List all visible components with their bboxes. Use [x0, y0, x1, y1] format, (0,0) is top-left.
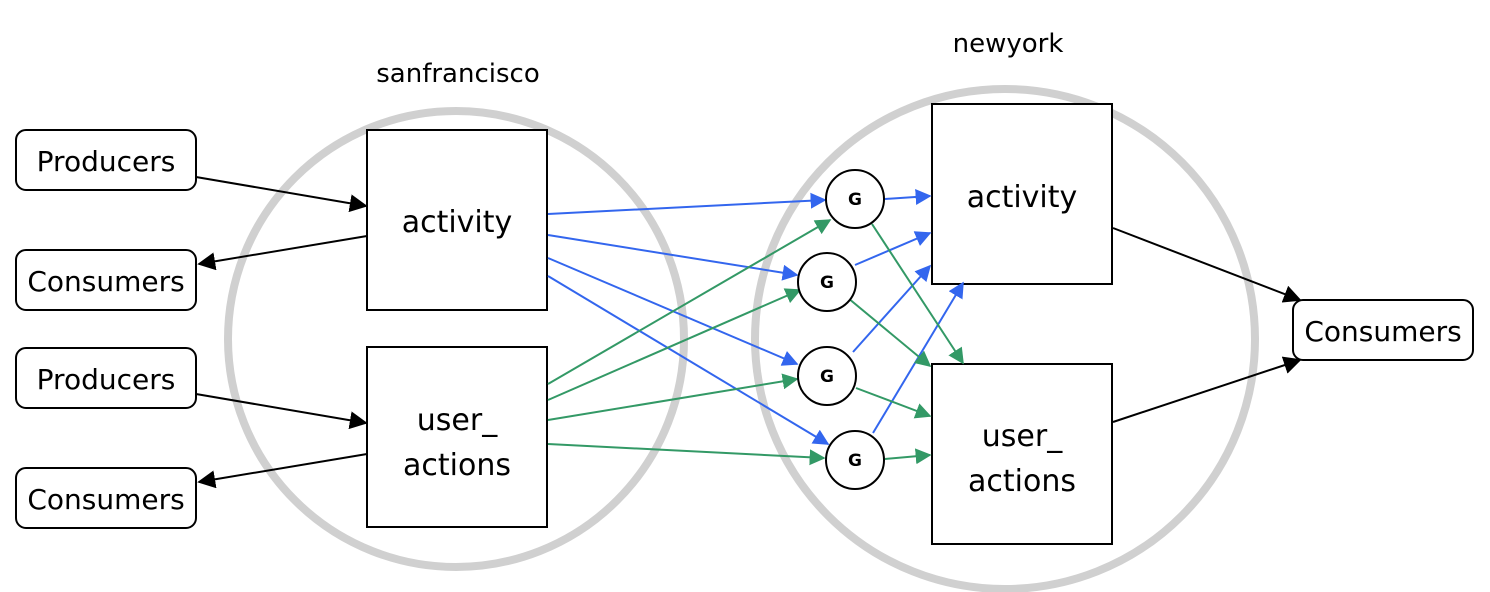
sanfrancisco-label: sanfrancisco: [376, 59, 539, 89]
sf-user-actions-to-gateway-4-arrow: [547, 443, 826, 466]
sf-activity-to-gateway-1-arrow: [547, 192, 827, 215]
gateway-1-label: G: [848, 190, 862, 210]
gateway-2-to-ny-activity-arrow: [854, 231, 932, 266]
consumers-top-label: Consumers: [27, 265, 184, 298]
ny-activity-to-consumers-arrow: [1112, 227, 1302, 303]
ny-user-actions-topic[interactable]: [931, 363, 1113, 545]
ny-consumers-box[interactable]: [1292, 299, 1474, 361]
gateway-4-label: G: [848, 451, 862, 471]
gateway-2-to-ny-user-actions-arrow: [847, 297, 932, 368]
sf-user-actions-label-line1: user_: [417, 403, 498, 438]
ny-user-actions-label-line1: user_: [982, 419, 1063, 454]
gateway-node-4[interactable]: G: [825, 430, 885, 490]
gateway-node-1[interactable]: G: [825, 169, 885, 229]
ny-activity-label: activity: [967, 180, 1078, 215]
gateway-node-3[interactable]: G: [797, 346, 857, 406]
sf-user-actions-to-gateway-3-arrow: [547, 373, 799, 421]
producers-top-box[interactable]: [15, 129, 197, 191]
gateway-node-2[interactable]: G: [797, 252, 857, 312]
producers-bottom-label: Producers: [37, 363, 176, 396]
ny-user-actions-label-line2: actions: [968, 464, 1076, 499]
sf-activity-to-gateway-4-arrow: [547, 275, 830, 445]
producers-top-label: Producers: [37, 145, 176, 178]
newyork-datacenter-ring: [751, 85, 1259, 592]
gateway-2-label: G: [820, 273, 834, 293]
gateway-3-label: G: [820, 367, 834, 387]
producers-bottom-box[interactable]: [15, 347, 197, 409]
consumers-bottom-label: Consumers: [27, 483, 184, 516]
sf-user-actions-to-consumers-arrow: [197, 453, 368, 489]
gateway-1-to-ny-activity-arrow: [884, 188, 932, 205]
sf-user-actions-label-line2: actions: [403, 448, 511, 483]
producers-to-sf-activity-arrow: [195, 176, 368, 213]
sf-activity-to-gateway-2-arrow: [547, 234, 799, 281]
sf-activity-label: activity: [402, 205, 513, 240]
gateway-4-to-ny-user-actions-arrow: [884, 448, 932, 465]
producers-to-sf-user-actions-arrow: [195, 393, 368, 430]
consumers-bottom-box[interactable]: [15, 467, 197, 529]
gateway-1-to-ny-user-actions-arrow: [871, 223, 964, 365]
gateway-3-to-ny-user-actions-arrow: [855, 387, 932, 419]
ny-activity-topic[interactable]: [931, 103, 1113, 285]
sf-activity-to-consumers-arrow: [197, 235, 368, 271]
ny-user-actions-to-consumers-arrow: [1112, 356, 1302, 423]
sanfrancisco-datacenter-ring: [224, 107, 688, 571]
gateway-3-to-ny-activity-arrow: [852, 264, 932, 353]
ny-consumers-label: Consumers: [1304, 315, 1461, 348]
sf-activity-topic[interactable]: [366, 129, 548, 311]
sf-user-actions-to-gateway-2-arrow: [547, 288, 802, 401]
newyork-label: newyork: [953, 29, 1064, 59]
sf-user-actions-topic[interactable]: [366, 346, 548, 528]
sf-user-actions-to-gateway-1-arrow: [547, 219, 832, 385]
consumers-top-box[interactable]: [15, 249, 197, 311]
